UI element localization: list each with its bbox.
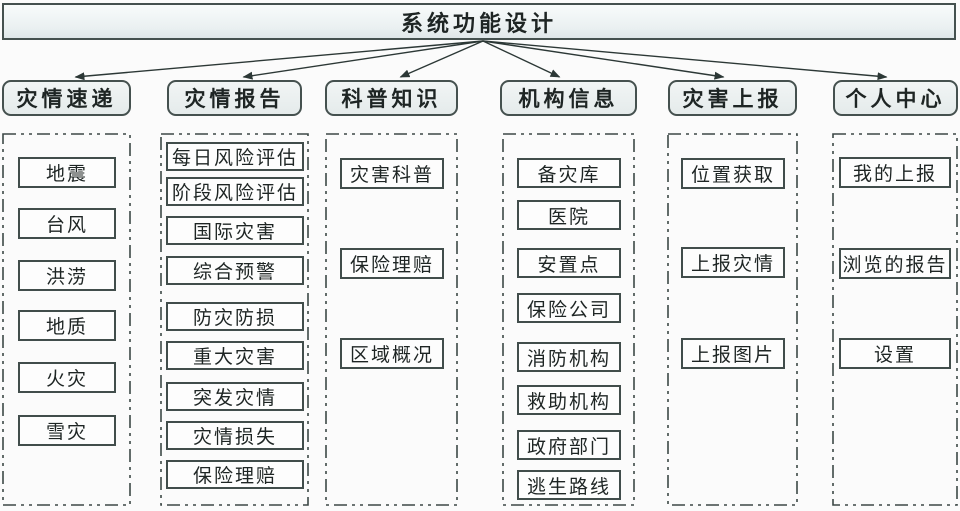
feature-item: 雪灾 bbox=[18, 415, 116, 446]
connector-line bbox=[242, 40, 484, 80]
feature-item: 地质 bbox=[18, 310, 116, 341]
feature-item: 浏览的报告 bbox=[839, 248, 951, 279]
dashed-border bbox=[160, 133, 309, 506]
feature-item: 每日风险评估 bbox=[166, 142, 304, 171]
feature-item: 医院 bbox=[517, 200, 621, 230]
dashed-border bbox=[502, 133, 635, 506]
feature-item: 政府部门 bbox=[517, 430, 621, 460]
feature-item: 消防机构 bbox=[517, 342, 621, 372]
category-node: 科普知识 bbox=[325, 80, 458, 116]
feature-item: 灾害科普 bbox=[340, 158, 444, 189]
dashed-border bbox=[667, 133, 798, 506]
category-node: 灾情速递 bbox=[2, 80, 131, 116]
category-node: 灾情报告 bbox=[167, 80, 302, 116]
feature-item: 突发灾情 bbox=[166, 382, 304, 411]
feature-item: 安置点 bbox=[517, 248, 621, 278]
feature-item: 保险理赔 bbox=[340, 248, 444, 279]
connector-line bbox=[482, 40, 725, 80]
feature-item: 重大灾害 bbox=[166, 341, 304, 370]
category-node: 机构信息 bbox=[500, 80, 637, 116]
feature-item: 设置 bbox=[839, 338, 951, 369]
page-title: 系统功能设计 bbox=[400, 10, 557, 36]
feature-item: 区域概况 bbox=[340, 338, 444, 369]
feature-item: 国际灾害 bbox=[166, 216, 304, 245]
connector-line bbox=[74, 40, 484, 81]
feature-item: 位置获取 bbox=[681, 158, 785, 189]
connector-line bbox=[482, 40, 888, 81]
feature-item: 逃生路线 bbox=[517, 470, 621, 500]
feature-item: 上报灾情 bbox=[681, 247, 785, 278]
feature-item: 救助机构 bbox=[517, 385, 621, 415]
connector-line bbox=[482, 40, 561, 78]
category-node: 个人中心 bbox=[833, 80, 958, 116]
feature-item: 火灾 bbox=[18, 362, 116, 393]
group-container: 备灾库医院安置点保险公司消防机构救助机构政府部门逃生路线 bbox=[502, 133, 635, 506]
feature-item: 防灾防损 bbox=[166, 302, 304, 331]
group-container: 每日风险评估阶段风险评估国际灾害综合预警防灾防损重大灾害突发灾情灾情损失保险理赔 bbox=[160, 133, 309, 506]
feature-item: 综合预警 bbox=[166, 256, 304, 285]
feature-item: 我的上报 bbox=[839, 157, 951, 188]
feature-item: 上报图片 bbox=[681, 338, 785, 369]
dashed-border bbox=[325, 133, 458, 506]
feature-item: 保险公司 bbox=[517, 293, 621, 323]
feature-item: 灾情损失 bbox=[166, 421, 304, 450]
category-node: 灾害上报 bbox=[668, 80, 797, 116]
connector-line bbox=[399, 40, 484, 78]
feature-item: 备灾库 bbox=[517, 158, 621, 188]
feature-item: 保险理赔 bbox=[166, 460, 304, 489]
group-container: 位置获取上报灾情上报图片 bbox=[667, 133, 798, 506]
dashed-border bbox=[2, 133, 131, 506]
group-container: 我的上报浏览的报告设置 bbox=[832, 133, 958, 506]
feature-item: 阶段风险评估 bbox=[166, 177, 304, 206]
feature-item: 洪涝 bbox=[18, 260, 116, 291]
feature-item: 台风 bbox=[18, 208, 116, 239]
group-container: 地震台风洪涝地质火灾雪灾 bbox=[2, 133, 131, 506]
group-container: 灾害科普保险理赔区域概况 bbox=[325, 133, 458, 506]
feature-item: 地震 bbox=[18, 157, 116, 188]
dashed-border bbox=[832, 133, 958, 506]
root-node: 系统功能设计 bbox=[2, 3, 956, 40]
